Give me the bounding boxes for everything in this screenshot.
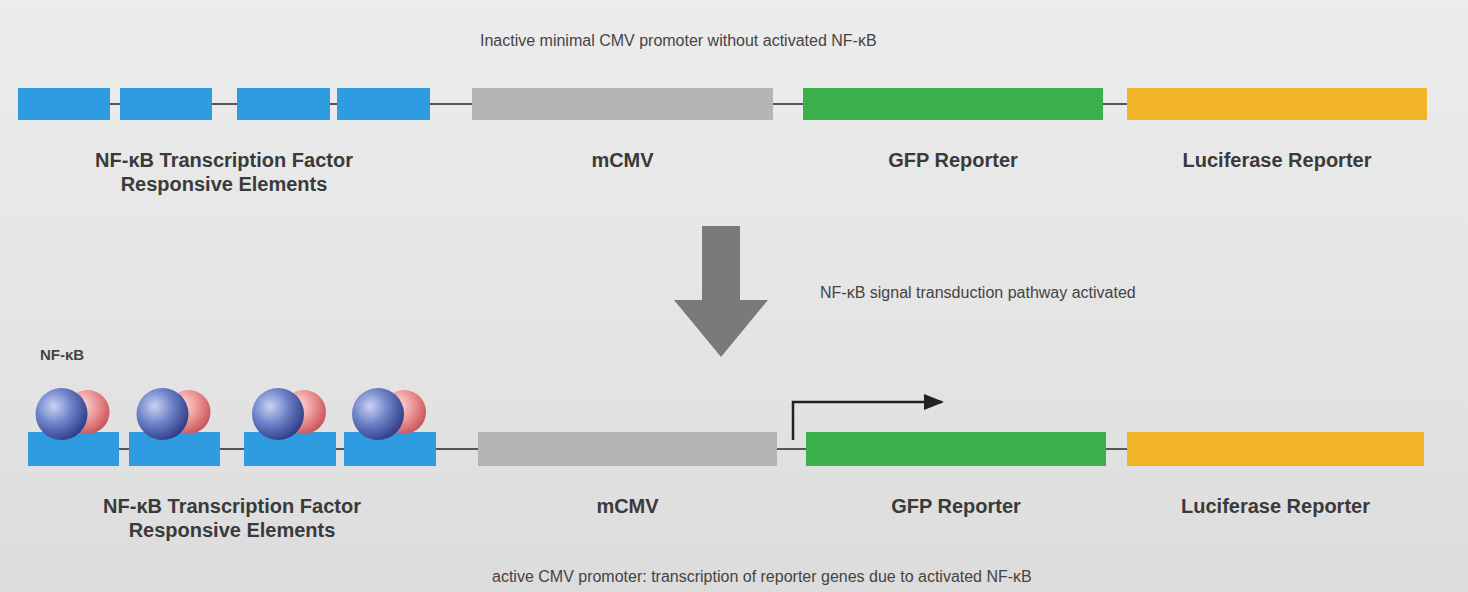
dna-segment [1127,88,1427,120]
annotation-text: NF-κB [40,346,84,363]
response-element [28,432,119,466]
dna-linker [777,448,806,450]
response-element [129,432,220,466]
nfkb-dimer [352,388,426,440]
response-element [337,88,430,120]
dna-linker [430,103,472,105]
dna-segment [28,432,436,466]
response-element [244,432,336,466]
segment-label: mCMV [483,148,763,172]
nfkb-dimer [252,388,326,440]
gene-segment-bar: GFP Reporter [806,432,1106,518]
response-element-bar: NF-κB Transcription Factor Responsive El… [28,432,436,542]
gene-segment-bar: Luciferase Reporter [1127,88,1427,172]
annotation-text: active CMV promoter: transcription of re… [492,568,1032,586]
dna-segment [18,88,430,120]
segment-label: NF-κB Transcription Factor Responsive El… [82,494,382,542]
p50-subunit [137,388,189,440]
dna-linker [436,448,478,450]
response-element [237,88,330,120]
annotation-text: Inactive minimal CMV promoter without ac… [480,32,877,50]
annotation-text: NF-κB signal transduction pathway activa… [820,284,1136,302]
dna-segment [472,88,773,120]
dna-segment [478,432,777,466]
p65-subunit [382,390,426,434]
process-arrow [674,226,768,357]
p65-subunit [66,390,110,434]
nfkb-dimer [137,388,211,440]
dna-linker [1103,103,1127,105]
gene-segment-bar: Luciferase Reporter [1127,432,1424,518]
segment-label: NF-κB Transcription Factor Responsive El… [74,148,374,196]
dna-linker [773,103,803,105]
segment-label: GFP Reporter [816,494,1096,518]
response-element [120,88,212,120]
segment-label: mCMV [488,494,768,518]
nfkb-dimer [36,388,110,440]
p50-subunit [36,388,88,440]
p65-subunit [167,390,211,434]
dna-linker [1106,448,1127,450]
gene-segment-bar: GFP Reporter [803,88,1103,172]
dna-segment [1127,432,1424,466]
p50-subunit [352,388,404,440]
gene-segment-bar: mCMV [472,88,773,172]
segment-label: Luciferase Reporter [1137,148,1417,172]
dna-segment [803,88,1103,120]
response-element [18,88,110,120]
gene-segment-bar: mCMV [478,432,777,518]
response-element-bar: NF-κB Transcription Factor Responsive El… [18,88,430,196]
response-element [344,432,436,466]
p50-subunit [252,388,304,440]
dna-segment [806,432,1106,466]
p65-subunit [282,390,326,434]
segment-label: Luciferase Reporter [1136,494,1416,518]
segment-label: GFP Reporter [813,148,1093,172]
